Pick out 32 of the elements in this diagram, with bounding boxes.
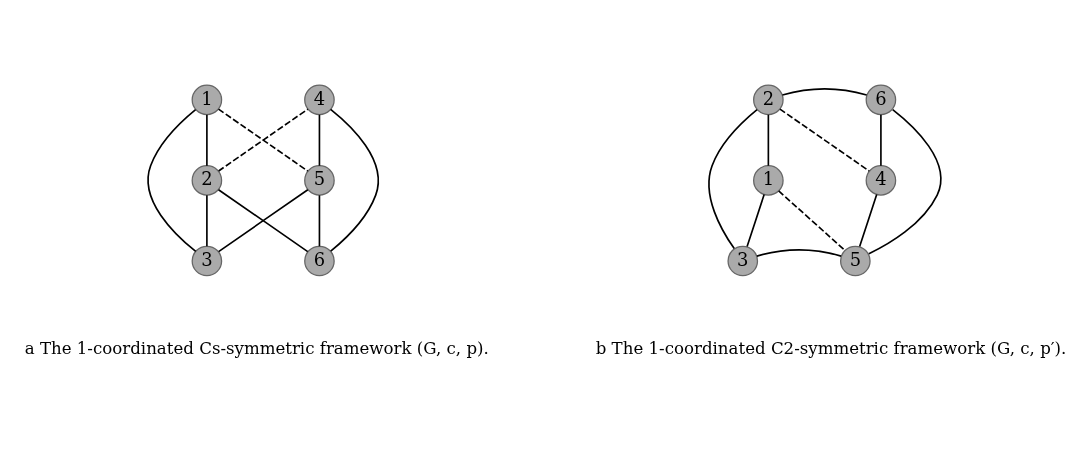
- node-circle: 5: [840, 245, 871, 276]
- connector: [868, 108, 942, 255]
- node-circle: 3: [191, 245, 223, 276]
- label: a The 1-coordinated Cs-symmetric framework (G, c, p).: [24, 338, 489, 358]
- label: b The 1-coordinated C2-symmetric framework (G, c, p′).: [595, 338, 1067, 358]
- node-circle: 1: [191, 84, 223, 115]
- connector: [147, 108, 197, 252]
- connector: [318, 113, 321, 166]
- connector: [880, 113, 882, 166]
- connector: [329, 108, 380, 252]
- connector: [779, 107, 870, 172]
- node-circle: 5: [304, 164, 335, 196]
- node-circle: 3: [727, 245, 759, 276]
- connector: [206, 193, 208, 247]
- connector: [781, 87, 868, 96]
- node-circle: 2: [191, 164, 223, 196]
- connector: [318, 193, 321, 247]
- connector: [217, 107, 309, 172]
- node-circle: 6: [304, 245, 335, 276]
- connector: [217, 188, 309, 252]
- connector: [756, 248, 842, 257]
- connector: [858, 193, 878, 247]
- connector: [767, 113, 770, 166]
- node-circle: 6: [865, 84, 897, 115]
- connector: [746, 193, 765, 247]
- node-circle: 4: [304, 84, 335, 115]
- connector: [206, 113, 208, 166]
- node-circle: 1: [753, 164, 784, 196]
- node-circle: 2: [753, 84, 784, 115]
- connector: [777, 189, 846, 251]
- node-circle: 4: [865, 164, 897, 196]
- connector: [708, 108, 758, 249]
